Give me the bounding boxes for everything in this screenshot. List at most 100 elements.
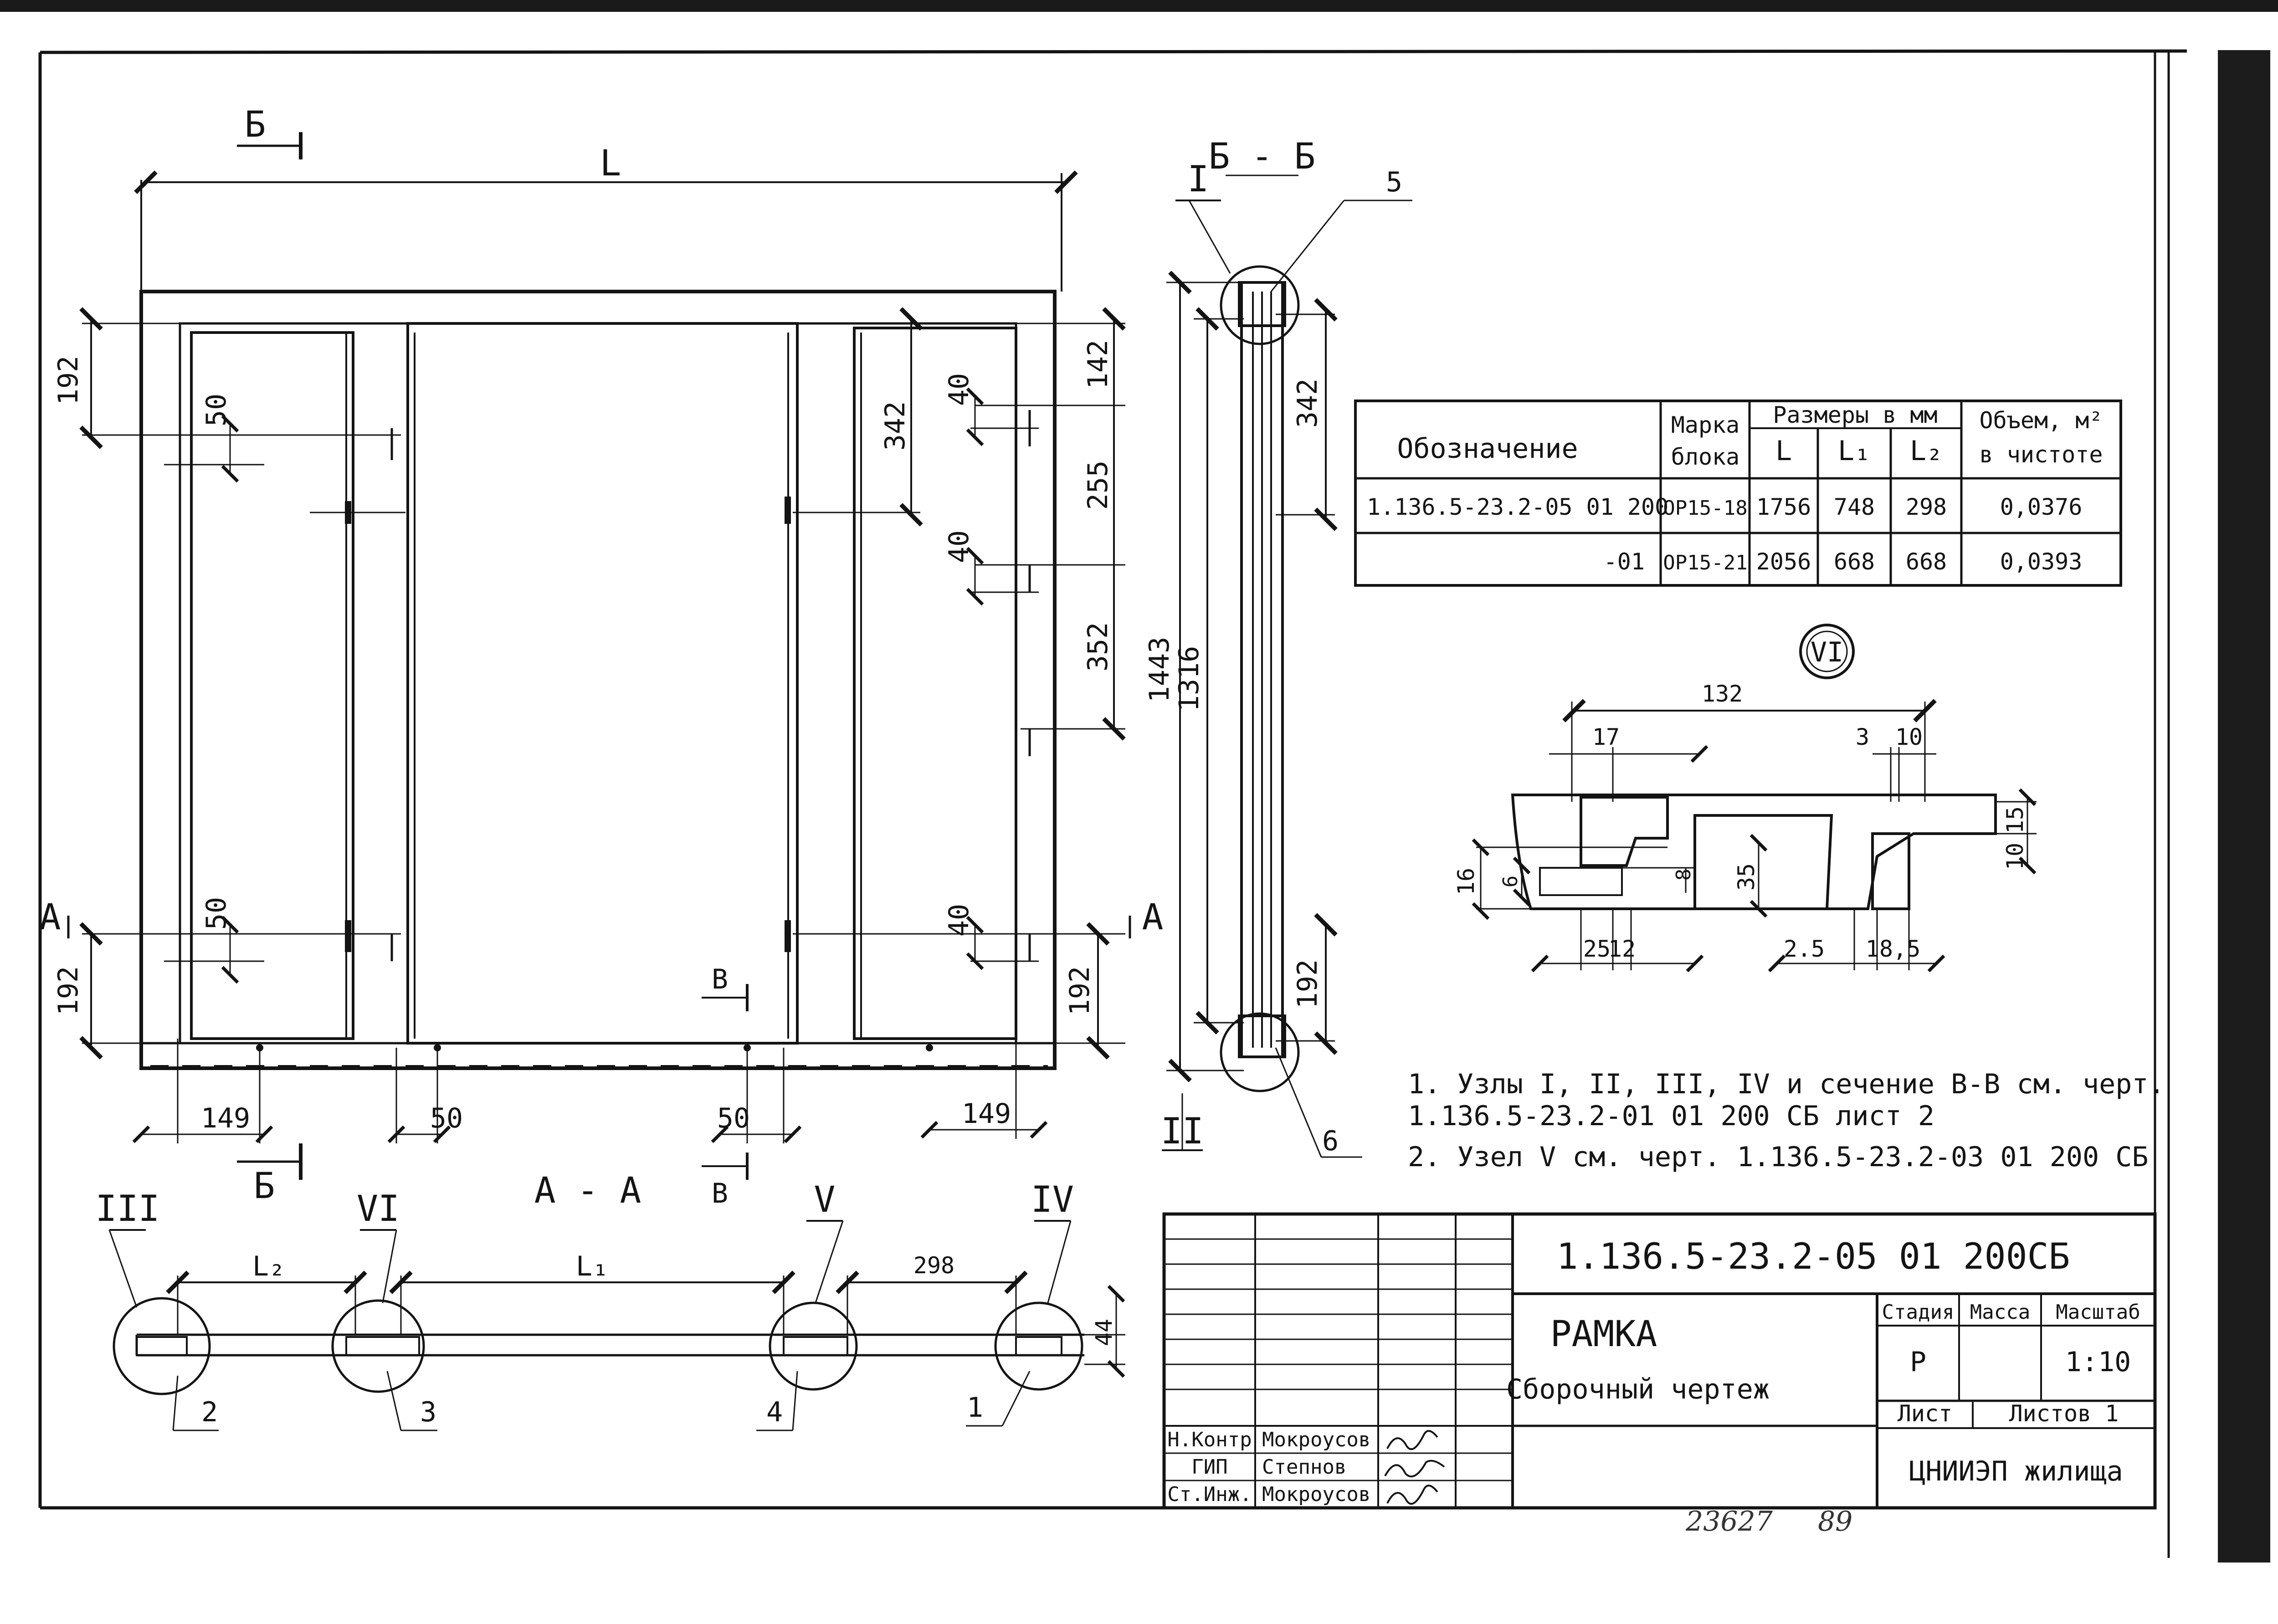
sheet-frame xyxy=(38,49,2187,1558)
dim-40-bottom: 40 xyxy=(943,904,975,937)
position-5: 5 xyxy=(1386,166,1402,198)
dim-298: 298 xyxy=(913,1252,954,1279)
row-L2: 298 xyxy=(1906,494,1947,520)
col-designation: Обозначение xyxy=(1397,433,1578,465)
dim-149-left: 149 xyxy=(201,1102,250,1134)
node-label-VI: VI xyxy=(357,1189,400,1230)
col-mark-line2: блока xyxy=(1671,444,1740,470)
col-volume-line2: в чистоте xyxy=(1980,441,2103,468)
node-label-I: I xyxy=(1188,159,1209,200)
sheet-label: Лист xyxy=(1898,1400,1952,1427)
section-mark-v-top: В xyxy=(712,963,728,995)
node-label-IV: IV xyxy=(1031,1179,1074,1220)
dim-12: 12 xyxy=(1608,936,1636,962)
inventory-year: 89 xyxy=(1818,1506,1852,1537)
dim-15: 15 xyxy=(2002,806,2028,834)
dim-3: 3 xyxy=(1856,724,1869,750)
dim-L2: L₂ xyxy=(252,1250,285,1282)
scale-value: 1:10 xyxy=(2065,1346,2131,1378)
dim-1443: 1443 xyxy=(1144,637,1175,703)
dim-132: 132 xyxy=(1702,681,1743,707)
row-L: 2056 xyxy=(1756,548,1811,575)
dim-192-bottom: 192 xyxy=(52,966,84,1015)
drawing-subname: Сборочный чертеж xyxy=(1506,1373,1770,1405)
dim-50-bottom: 50 xyxy=(200,897,232,930)
dim-149-right: 149 xyxy=(962,1098,1011,1130)
row-L2: 668 xyxy=(1906,548,1947,575)
section-mark-b-top: Б xyxy=(245,104,266,145)
dim-L: L xyxy=(600,143,621,184)
position-4: 4 xyxy=(766,1396,783,1428)
dim-352: 352 xyxy=(1082,622,1114,671)
drawing-name: РАМКА xyxy=(1550,1314,1657,1355)
dim-50-mid-right: 50 xyxy=(717,1102,750,1134)
dim-17: 17 xyxy=(1592,724,1620,750)
dim-18-5: 18,5 xyxy=(1866,936,1920,962)
position-3: 3 xyxy=(420,1396,436,1428)
stage-value: Р xyxy=(1910,1346,1926,1378)
staff-role: Ст.Инж. xyxy=(1167,1483,1252,1506)
dim-35: 35 xyxy=(1733,863,1760,891)
section-a-a-title: А - А xyxy=(534,1170,641,1211)
staff-role: Н.Контр xyxy=(1167,1428,1252,1451)
table-row: -01 ОР15-21 2056 668 668 0,0393 xyxy=(1604,548,2083,575)
dim-50-top: 50 xyxy=(200,394,232,426)
note-line-3: 2. Узел V см. черт. 1.136.5-23.2-03 01 2… xyxy=(1408,1141,2149,1173)
row-mark: ОР15-18 xyxy=(1663,497,1747,520)
dim-44: 44 xyxy=(1091,1319,1117,1346)
section-mark-a-right: А xyxy=(1142,897,1164,938)
table-row: 1.136.5-23.2-05 01 200 ОР15-18 1756 748 … xyxy=(1367,494,2082,520)
dim-342: 342 xyxy=(879,401,911,451)
stage-label: Стадия xyxy=(1882,1301,1955,1324)
staff-role: ГИП xyxy=(1191,1455,1227,1479)
node-label-V: V xyxy=(814,1179,836,1220)
row-L: 1756 xyxy=(1756,494,1811,520)
col-mark-line1: Марка xyxy=(1671,412,1740,438)
dim-10b: 10 xyxy=(2002,843,2028,870)
node-vi-label: VI xyxy=(1811,636,1843,668)
node-label-III: III xyxy=(96,1189,160,1230)
staff-name: Степнов xyxy=(1262,1455,1346,1479)
note-line-2: 1.136.5-23.2-01 01 200 СБ лист 2 xyxy=(1408,1100,1934,1132)
col-L2: L₂ xyxy=(1910,435,1943,467)
organization: ЦНИИЭП жилища xyxy=(1909,1455,2123,1487)
dim-1316: 1316 xyxy=(1173,646,1205,712)
note-line-1: 1. Узлы I, II, III, IV и сечение В-В см.… xyxy=(1408,1068,2165,1100)
dim-10: 10 xyxy=(1895,724,1923,750)
front-view: L 192 50 192 50 149 50 50 149 342 40 142… xyxy=(40,104,1164,1209)
row-L1: 748 xyxy=(1834,494,1875,520)
staff-row: ГИП Степнов xyxy=(1191,1455,1346,1479)
staff-name: Мокроусов xyxy=(1262,1483,1370,1506)
dim-16: 16 xyxy=(1453,868,1479,895)
document-code: 1.136.5-23.2-05 01 200СБ xyxy=(1556,1236,2070,1277)
row-designation: 1.136.5-23.2-05 01 200 xyxy=(1367,494,1668,520)
staff-name: Мокроусов xyxy=(1262,1428,1370,1451)
dim-192-top: 192 xyxy=(52,356,84,405)
spec-table: Обозначение Марка блока Размеры в мм L L… xyxy=(1354,400,2122,587)
title-block: 1.136.5-23.2-05 01 200СБ РАМКА Сборочный… xyxy=(1162,1212,2157,1510)
staff-row: Н.Контр Мокроусов xyxy=(1167,1428,1370,1451)
node-vi-detail: VI 132 17 3 10 xyxy=(1453,624,2037,973)
position-6: 6 xyxy=(1322,1125,1339,1157)
dim-192-section: 192 xyxy=(1292,959,1324,1009)
dim-142: 142 xyxy=(1082,340,1114,389)
dim-255: 255 xyxy=(1082,461,1114,510)
row-L1: 668 xyxy=(1834,548,1875,575)
dim-40-mid: 40 xyxy=(943,530,975,563)
row-volume: 0,0376 xyxy=(2000,494,2083,520)
row-designation: -01 xyxy=(1604,548,1645,575)
section-mark-v-bottom: В xyxy=(712,1178,728,1209)
section-b-b-title: Б - Б xyxy=(1209,136,1316,177)
inventory-number: 23627 xyxy=(1685,1506,1773,1537)
node-label-II: II xyxy=(1161,1111,1204,1152)
dim-8: 8 xyxy=(1672,869,1695,881)
mass-label: Масса xyxy=(1970,1301,2030,1324)
dim-40-top: 40 xyxy=(943,373,975,406)
dim-342-section: 342 xyxy=(1292,379,1324,428)
dim-L1: L₁ xyxy=(576,1250,609,1282)
section-a-a: А - А xyxy=(96,1170,1125,1431)
col-L1: L₁ xyxy=(1838,435,1871,467)
col-L: L xyxy=(1775,435,1792,467)
position-1: 1 xyxy=(967,1392,983,1424)
